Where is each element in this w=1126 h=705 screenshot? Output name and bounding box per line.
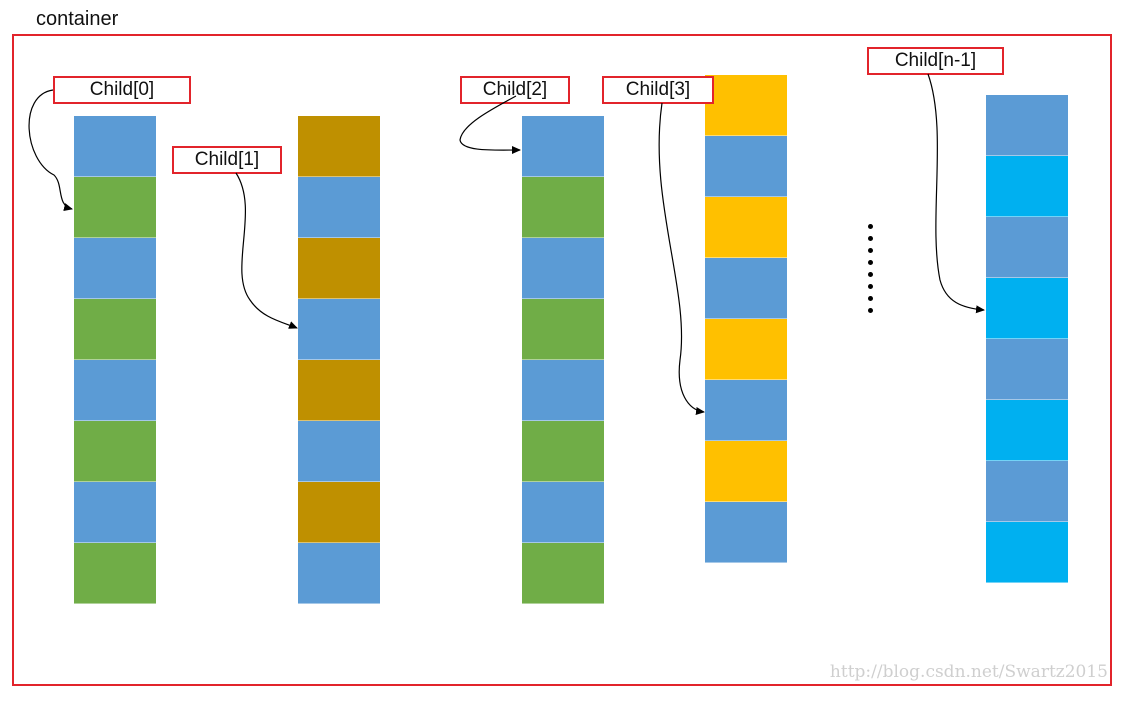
child-2-cell-6 [522, 482, 604, 543]
child-4-cell-0 [986, 95, 1068, 156]
child-0-cell-0 [74, 116, 156, 177]
watermark-text: http://blog.csdn.net/Swartz2015 [829, 662, 1108, 682]
child-0-cell-7 [74, 543, 156, 604]
child-2-cell-2 [522, 238, 604, 299]
child-3-cell-2 [705, 197, 787, 258]
child-1-cell-7 [298, 543, 380, 604]
child-0-label: Child[0] [53, 76, 191, 104]
child-3-cell-1 [705, 136, 787, 197]
child-1-column [298, 116, 380, 604]
arrow-child-3 [658, 102, 705, 415]
child-3-column [705, 75, 787, 563]
child-2-cell-1 [522, 177, 604, 238]
arrow-child-2 [459, 95, 521, 155]
child-3-cell-7 [705, 502, 787, 563]
child-1-label: Child[1] [172, 146, 282, 174]
child-4-cell-6 [986, 461, 1068, 522]
child-0-cell-6 [74, 482, 156, 543]
child-0-column [74, 116, 156, 604]
child-3-cell-6 [705, 441, 787, 502]
child-0-cell-1 [74, 177, 156, 238]
child-2-cell-5 [522, 421, 604, 482]
child-4-cell-7 [986, 522, 1068, 583]
child-n-1-label: Child[n-1] [867, 47, 1004, 75]
child-1-cell-6 [298, 482, 380, 543]
child-3-cell-5 [705, 380, 787, 441]
container-title: container [36, 8, 119, 30]
child-0-cell-2 [74, 238, 156, 299]
child-4-cell-2 [986, 217, 1068, 278]
child-3-label: Child[3] [602, 76, 714, 104]
child-1-cell-0 [298, 116, 380, 177]
child-1-cell-1 [298, 177, 380, 238]
child-2-cell-7 [522, 543, 604, 604]
child-0-cell-5 [74, 421, 156, 482]
container-frame [12, 34, 1112, 686]
child-0-cell-4 [74, 360, 156, 421]
child-2-cell-4 [522, 360, 604, 421]
child-2-label: Child[2] [460, 76, 570, 104]
arrow-child-n-1 [927, 73, 985, 314]
child-4-cell-4 [986, 339, 1068, 400]
child-0-cell-3 [74, 299, 156, 360]
child-1-cell-4 [298, 360, 380, 421]
child-3-cell-3 [705, 258, 787, 319]
child-2-column [522, 116, 604, 604]
child-4-cell-3 [986, 278, 1068, 339]
child-1-cell-5 [298, 421, 380, 482]
child-1-cell-2 [298, 238, 380, 299]
child-2-cell-3 [522, 299, 604, 360]
child-n-1-column [986, 95, 1068, 583]
child-1-cell-3 [298, 299, 380, 360]
child-2-cell-0 [522, 116, 604, 177]
child-4-cell-5 [986, 400, 1068, 461]
child-3-cell-0 [705, 75, 787, 136]
child-4-cell-1 [986, 156, 1068, 217]
child-3-cell-4 [705, 319, 787, 380]
ellipsis-dots [864, 224, 876, 320]
arrow-child-0 [28, 89, 73, 211]
arrow-child-1 [235, 172, 298, 329]
